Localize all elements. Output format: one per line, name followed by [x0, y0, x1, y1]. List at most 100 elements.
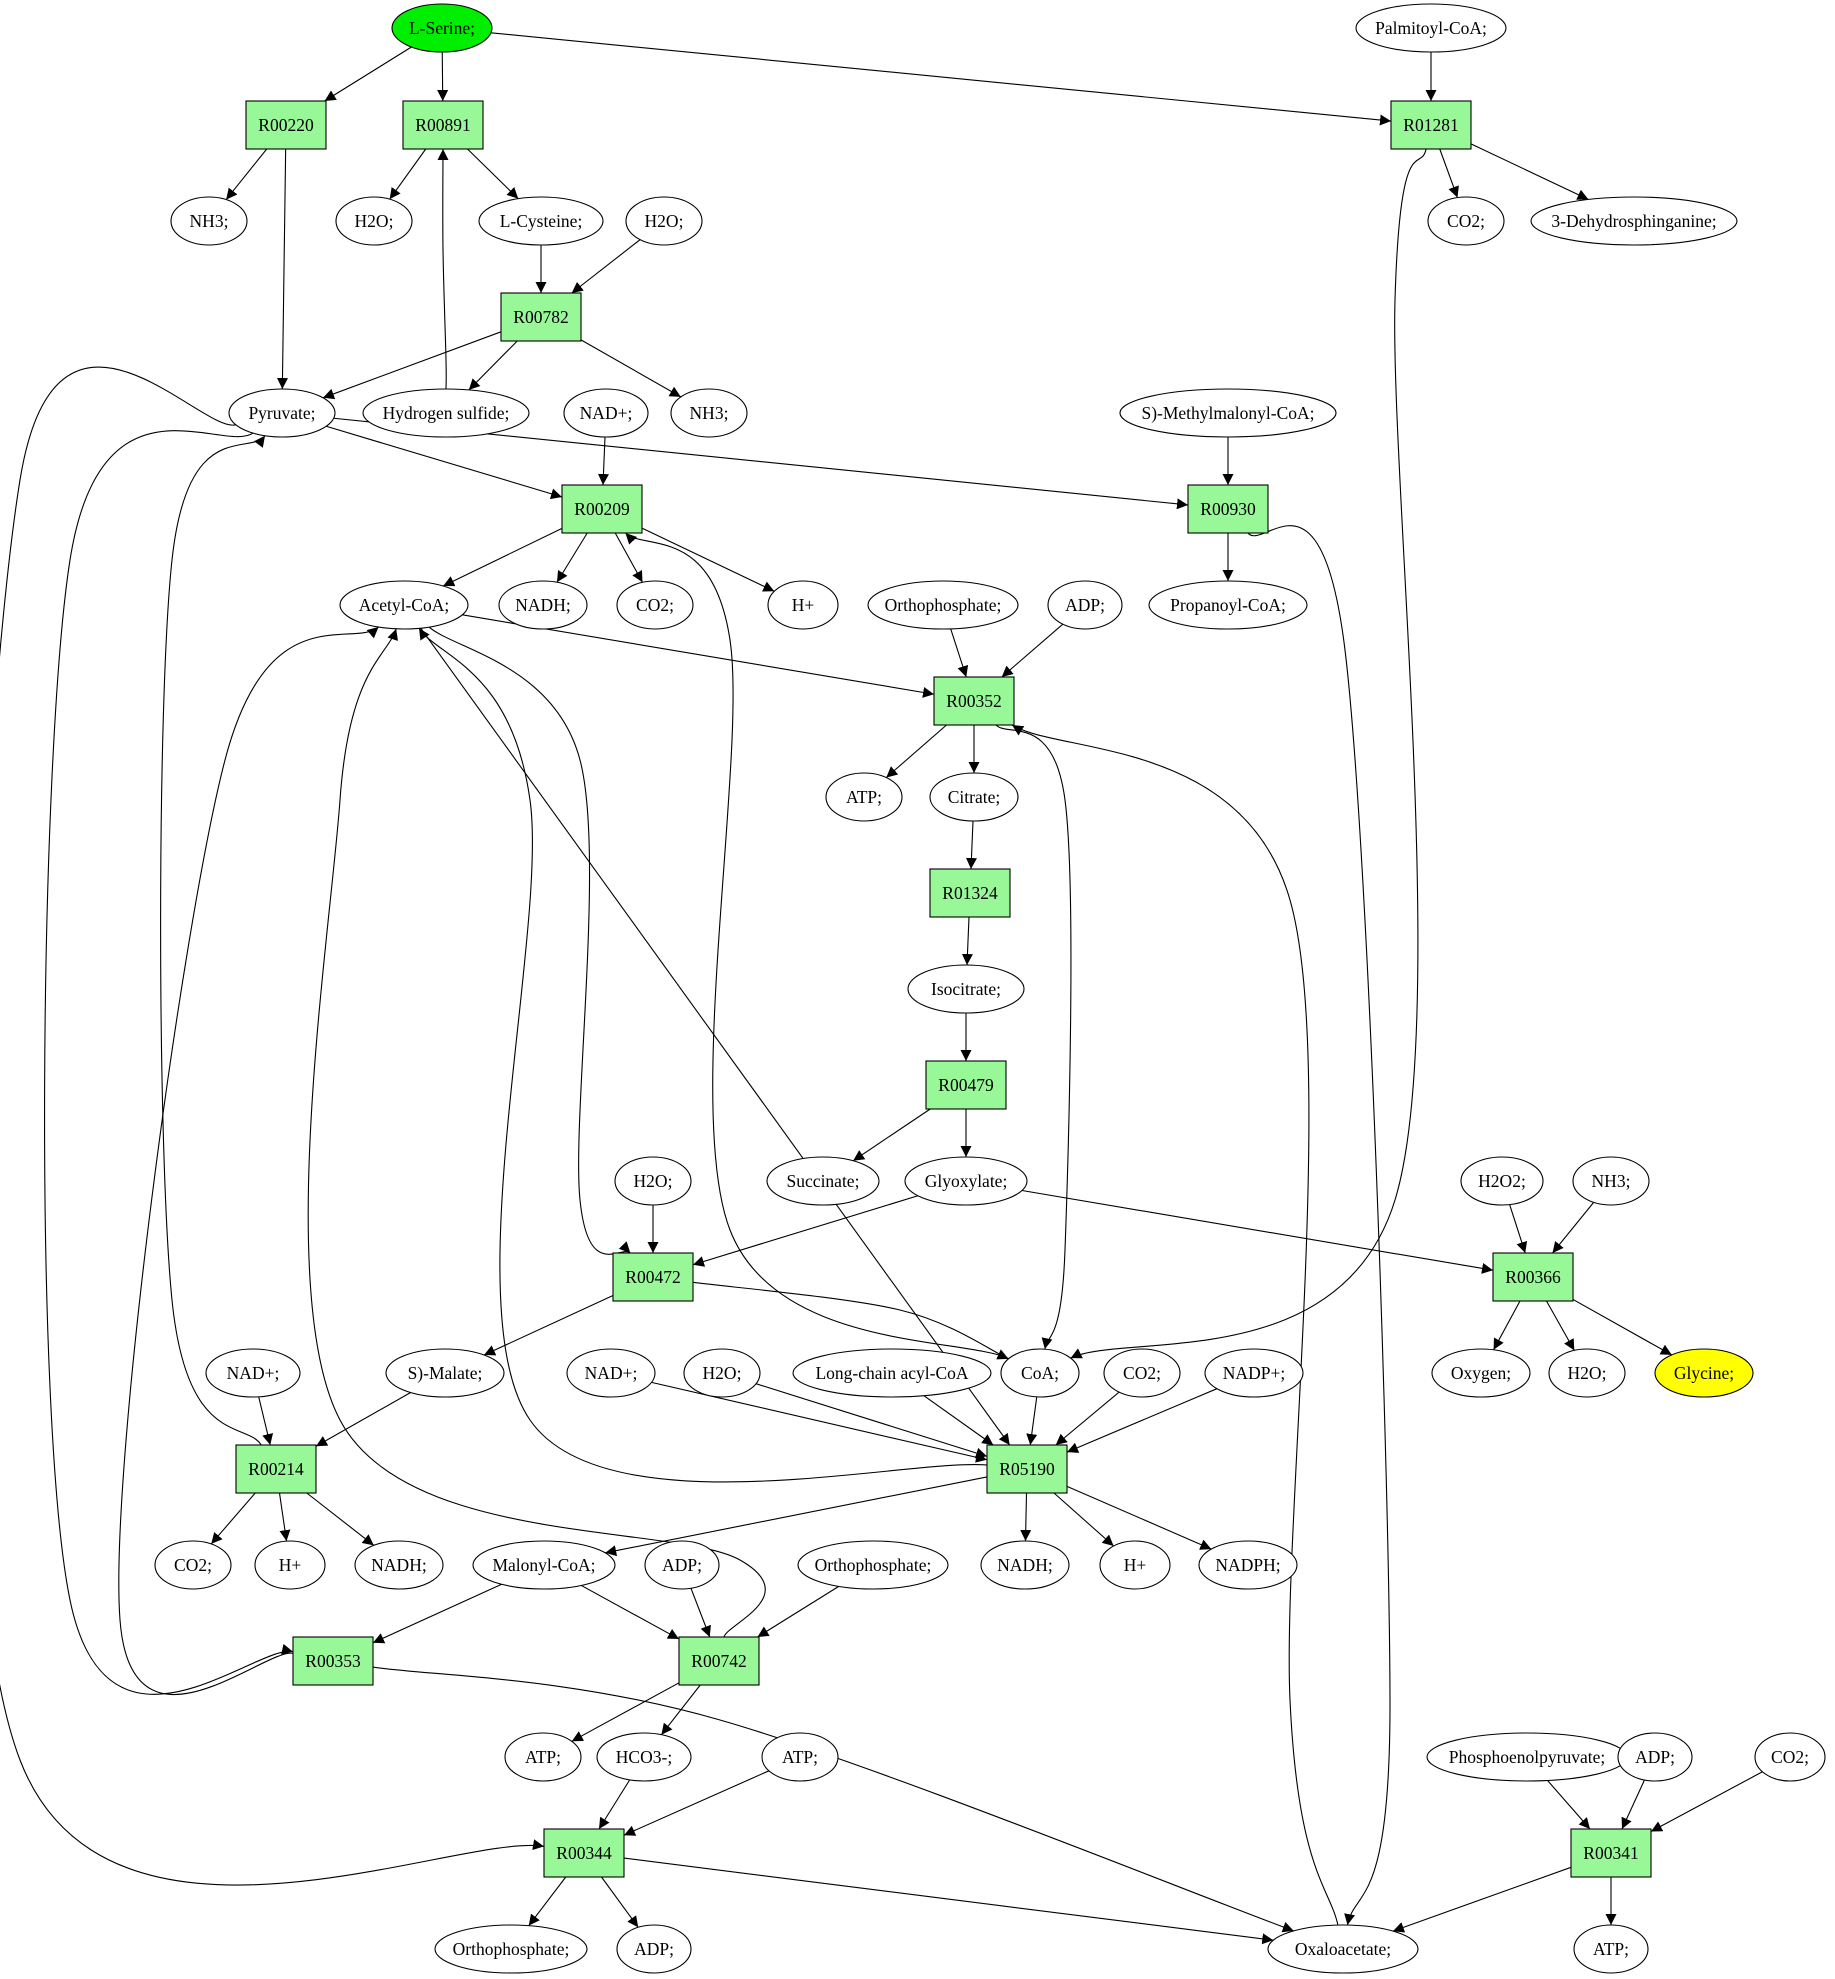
node-label: H2O; — [1568, 1363, 1607, 1383]
node-label: R00214 — [248, 1459, 304, 1479]
node-label: R00352 — [946, 691, 1001, 711]
reaction-box — [1492, 1252, 1574, 1302]
node-label: NADH; — [515, 595, 570, 615]
compound-node-h2o_a: H2O; — [335, 196, 413, 246]
edge-r01281-to-coa — [1070, 148, 1427, 1359]
compound-node-nadph: NADPH; — [1198, 1540, 1298, 1590]
compound-node-adp_a: ADP; — [1047, 580, 1123, 630]
edge-r00891-to-lcys — [467, 148, 519, 200]
reaction-node-r00930: R00930 — [1187, 484, 1269, 534]
compound-ellipse — [907, 964, 1025, 1014]
node-label: CO2; — [636, 595, 674, 615]
compound-node-smmcoa: S)-Methylmalonyl-CoA; — [1119, 388, 1337, 438]
node-label: CO2; — [1771, 1747, 1809, 1767]
compound-ellipse — [616, 1924, 692, 1974]
edge-lcacoa-to-r05190 — [923, 1395, 994, 1446]
compound-ellipse — [478, 196, 604, 246]
edge-r05190-to-nadph — [1066, 1485, 1212, 1550]
compound-ellipse — [1355, 3, 1507, 53]
compound-node-nh3_c: NH3; — [1572, 1156, 1650, 1206]
compound-node-isocitrate: Isocitrate; — [907, 964, 1025, 1014]
edge-r00782-to-h2s — [468, 340, 518, 391]
compound-ellipse — [1198, 1540, 1298, 1590]
node-label: R00742 — [691, 1651, 746, 1671]
compound-ellipse — [504, 1732, 582, 1782]
node-label: Orthophosphate; — [885, 595, 1002, 615]
compound-node-malonylcoa: Malonyl-CoA; — [472, 1540, 616, 1590]
reaction-box — [929, 868, 1011, 918]
edge-r00352-to-coa — [995, 724, 1072, 1350]
edge-nh3_c-to-r00366 — [1552, 1202, 1595, 1254]
compound-node-coa: CoA; — [1000, 1348, 1080, 1398]
compound-node-nadp_a: NAD+; — [563, 388, 649, 438]
reaction-box — [561, 484, 643, 534]
compound-node-nadpplus: NADP+; — [1204, 1348, 1304, 1398]
compound-ellipse — [1267, 1924, 1419, 1974]
reaction-node-r00366: R00366 — [1492, 1252, 1574, 1302]
reaction-box — [543, 1828, 625, 1878]
node-label: Isocitrate; — [931, 979, 1001, 999]
edge-r01324-to-isocitrate — [961, 916, 973, 966]
edge-malonylcoa-to-r00742 — [580, 1584, 680, 1640]
reaction-box — [500, 292, 582, 342]
node-label: ADP; — [1065, 595, 1105, 615]
edge-r00344-to-oxaloacetate — [623, 1857, 1274, 1945]
node-label: R00220 — [258, 115, 314, 135]
node-label: NH3; — [190, 211, 229, 231]
edge-r00209-to-co2_b — [614, 532, 643, 583]
compound-ellipse — [797, 1540, 949, 1590]
edge-r00220-to-pyruvate — [276, 148, 288, 390]
edge-r00782-to-pyruvate — [322, 331, 502, 400]
edge-r00366-to-h2o_e — [1546, 1300, 1575, 1351]
compound-node-nadp_c: NAD+; — [566, 1348, 656, 1398]
compound-node-h2o_b: H2O; — [625, 196, 703, 246]
compound-node-h2s: Hydrogen sulfide; — [362, 388, 530, 438]
node-label: Orthophosphate; — [453, 1939, 570, 1959]
edge-smalate-to-r00214 — [315, 1392, 411, 1447]
node-label: R01324 — [942, 883, 998, 903]
edge-r00209-to-hplus_a — [641, 527, 775, 592]
compound-node-co2_a: CO2; — [1427, 196, 1505, 246]
edge-pyruvate-to-r00209 — [326, 425, 563, 500]
compound-node-pep: Phosphoenolpyruvate; — [1426, 1732, 1628, 1782]
edge-acetylcoa-to-r05190 — [420, 627, 1011, 1446]
node-label: CO2; — [1447, 211, 1485, 231]
edge-r00352-to-atp_a — [885, 724, 947, 778]
node-label: R00341 — [1583, 1843, 1638, 1863]
edge-ortho_b-to-r00742 — [757, 1585, 840, 1638]
node-label: NAD+; — [227, 1363, 280, 1383]
node-label: Malonyl-CoA; — [492, 1555, 595, 1575]
compound-ellipse — [1754, 1732, 1826, 1782]
edge-coa-to-r05190 — [1026, 1396, 1038, 1446]
reaction-node-r01324: R01324 — [929, 868, 1011, 918]
compound-ellipse — [867, 580, 1019, 630]
compound-node-co2_d: CO2; — [154, 1540, 232, 1590]
node-label: ATP; — [846, 787, 882, 807]
compound-ellipse — [596, 1732, 692, 1782]
compound-ellipse — [362, 388, 530, 438]
compound-node-atp_c: ATP; — [761, 1732, 839, 1782]
node-label: R00366 — [1505, 1267, 1561, 1287]
edge-lserine-to-r00891 — [437, 51, 449, 102]
node-label: NAD+; — [585, 1363, 638, 1383]
node-label: H+ — [1124, 1555, 1147, 1575]
reaction-box — [402, 100, 484, 150]
compound-node-nh3_b: NH3; — [670, 388, 748, 438]
compound-node-hplus_a: H+ — [767, 580, 839, 630]
edge-glyoxylate-to-r00366 — [1021, 1189, 1494, 1274]
edge-pyruvate-to-r00353 — [44, 430, 294, 1695]
reaction-node-r00214: R00214 — [235, 1444, 317, 1494]
edge-r00341-to-oxaloacetate — [1392, 1866, 1572, 1933]
compound-ellipse — [616, 580, 694, 630]
compound-ellipse — [1530, 196, 1738, 246]
node-label: CO2; — [1123, 1363, 1161, 1383]
node-label: S)-Methylmalonyl-CoA; — [1141, 403, 1314, 423]
edge-co2_e-to-r00341 — [1650, 1771, 1763, 1833]
reaction-box — [1390, 100, 1472, 150]
compound-node-nadh_a: NADH; — [498, 580, 588, 630]
edge-r00891-to-h2o_a — [389, 148, 427, 200]
compound-node-ortho_a: Orthophosphate; — [867, 580, 1019, 630]
edge-pep-to-r00341 — [1547, 1780, 1591, 1830]
node-label: ADP; — [1635, 1747, 1675, 1767]
